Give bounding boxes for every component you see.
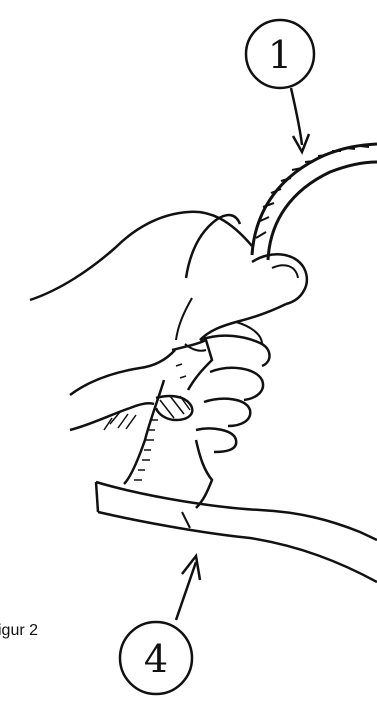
callout-1-label: 1 [268, 33, 292, 77]
strap [124, 340, 212, 508]
callout-1: 1 [246, 20, 314, 152]
board [96, 482, 377, 582]
lower-hand [70, 336, 270, 452]
callout-4-label: 4 [144, 637, 168, 681]
figure-caption: igur 2 [0, 622, 38, 640]
callout-4: 4 [120, 556, 200, 694]
rope [252, 144, 377, 260]
